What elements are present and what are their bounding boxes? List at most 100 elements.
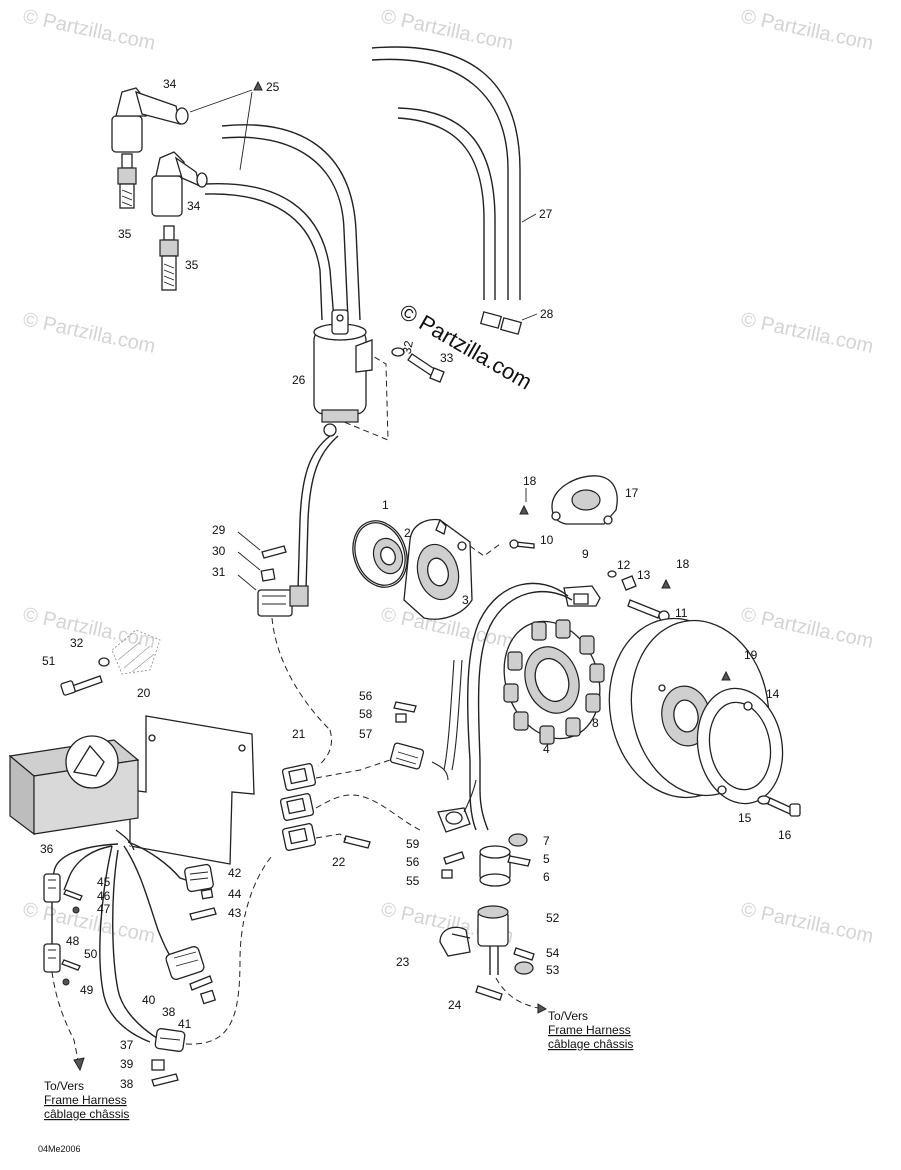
connector-52 bbox=[477, 905, 509, 975]
coil-primary-wire bbox=[305, 435, 339, 591]
callout-5: 5 bbox=[543, 852, 550, 866]
watermark: © Partzilla.com bbox=[21, 603, 157, 653]
ring-gear-14 bbox=[696, 687, 784, 805]
stator-harness bbox=[431, 761, 449, 781]
callout-39: 39 bbox=[120, 1057, 134, 1071]
callout-17: 17 bbox=[625, 486, 639, 500]
terminal-54 bbox=[513, 947, 535, 961]
callout-49: 49 bbox=[80, 983, 94, 997]
spark-plug-35-upper bbox=[117, 153, 137, 209]
callout-50: 50 bbox=[84, 947, 98, 961]
callout-34: 34 bbox=[187, 199, 201, 213]
callout-47: 47 bbox=[97, 902, 111, 916]
arrowhead bbox=[73, 1057, 85, 1072]
callout-26: 26 bbox=[292, 373, 306, 387]
callout-40: 40 bbox=[142, 993, 156, 1007]
callout-56: 56 bbox=[359, 689, 373, 703]
callout-45: 45 bbox=[97, 875, 111, 889]
callout-44: 44 bbox=[228, 887, 242, 901]
callout-19: 19 bbox=[744, 648, 758, 662]
callout-23: 23 bbox=[396, 955, 410, 969]
callout-34: 34 bbox=[163, 77, 177, 91]
note-line: câblage châssis bbox=[548, 1037, 633, 1051]
callout-9: 9 bbox=[582, 547, 589, 561]
loctite-19 bbox=[721, 670, 731, 681]
connector-31 bbox=[237, 574, 309, 617]
washer-32-left bbox=[98, 657, 110, 667]
cover-3 bbox=[403, 518, 501, 620]
washer-12 bbox=[607, 570, 617, 578]
callout-32: 32 bbox=[400, 339, 416, 355]
callout-4: 4 bbox=[543, 742, 550, 756]
callout-35: 35 bbox=[118, 227, 132, 241]
callout-56: 56 bbox=[406, 855, 420, 869]
callout-28: 28 bbox=[540, 307, 554, 321]
spark-plug-cap-34-lower bbox=[151, 151, 208, 217]
seal-47 bbox=[72, 906, 80, 914]
harness-arrow-right bbox=[495, 977, 539, 1009]
stator-harness bbox=[469, 760, 477, 831]
callout-37: 37 bbox=[120, 1038, 134, 1052]
callout-43: 43 bbox=[228, 906, 242, 920]
callout-58: 58 bbox=[359, 707, 373, 721]
callout-48: 48 bbox=[66, 934, 80, 948]
callout-57: 57 bbox=[359, 727, 373, 741]
connector-48 bbox=[43, 943, 61, 973]
stator-harness bbox=[443, 659, 455, 771]
callout-24: 24 bbox=[448, 998, 462, 1012]
cable-27 bbox=[371, 46, 537, 300]
watermark: © Partzilla.com bbox=[739, 5, 875, 55]
connector-57 bbox=[389, 742, 425, 770]
bolt-16 bbox=[767, 797, 801, 817]
callout-35: 35 bbox=[185, 258, 199, 272]
callout-1: 1 bbox=[382, 498, 389, 512]
callout-27: 27 bbox=[539, 207, 553, 221]
callout-12: 12 bbox=[617, 558, 631, 572]
callout-30: 30 bbox=[212, 544, 226, 558]
screw-10 bbox=[509, 539, 535, 549]
watermark-main: © Partzilla.com bbox=[396, 299, 537, 395]
watermark: © Partzilla.com bbox=[21, 5, 157, 55]
callout-51: 51 bbox=[42, 654, 56, 668]
callout-38: 38 bbox=[162, 1005, 176, 1019]
connector-40 bbox=[165, 946, 205, 980]
callout-25: 25 bbox=[266, 80, 280, 94]
seal-39 bbox=[151, 1059, 165, 1071]
stator-harness bbox=[479, 760, 489, 831]
terminal-46 bbox=[63, 889, 83, 901]
callout-42: 42 bbox=[228, 866, 242, 880]
tie-24 bbox=[475, 985, 503, 1001]
seal-55 bbox=[441, 869, 453, 879]
watermark: © Partzilla.com bbox=[21, 898, 157, 948]
screw-13 bbox=[621, 575, 637, 591]
callout-11: 11 bbox=[675, 606, 688, 620]
stator-4 bbox=[503, 619, 605, 745]
connection-dash bbox=[185, 855, 273, 1045]
callout-29: 29 bbox=[212, 523, 226, 537]
callout-20: 20 bbox=[137, 686, 151, 700]
seal-41 bbox=[199, 989, 217, 1005]
note-line: To/Vers bbox=[548, 1009, 588, 1023]
callout-31: 31 bbox=[212, 565, 226, 579]
ignition-coil-26 bbox=[313, 309, 389, 441]
note-frame-harness-right: To/Vers Frame Harness câblage châssis bbox=[548, 1009, 633, 1051]
connection-dash bbox=[315, 833, 347, 841]
connection-dash bbox=[315, 794, 421, 831]
harness-arrow-left bbox=[51, 971, 79, 1061]
callout-41: 41 bbox=[178, 1017, 192, 1031]
terminal-56-upper bbox=[393, 701, 417, 713]
callout-10: 10 bbox=[540, 533, 554, 547]
cdi-module-36 bbox=[8, 735, 140, 851]
callout-32: 32 bbox=[70, 636, 84, 650]
callout-16: 16 bbox=[778, 828, 792, 842]
connector-6 bbox=[479, 845, 511, 887]
terminal-38-lower bbox=[151, 1073, 179, 1087]
callout-3: 3 bbox=[462, 593, 469, 607]
washer-32-bolt-33 bbox=[391, 347, 445, 383]
callout-55: 55 bbox=[406, 874, 420, 888]
watermark: © Partzilla.com bbox=[21, 308, 157, 358]
seal-7 bbox=[508, 833, 528, 847]
coil-primary-wire bbox=[297, 435, 331, 591]
callout-38: 38 bbox=[120, 1077, 134, 1091]
